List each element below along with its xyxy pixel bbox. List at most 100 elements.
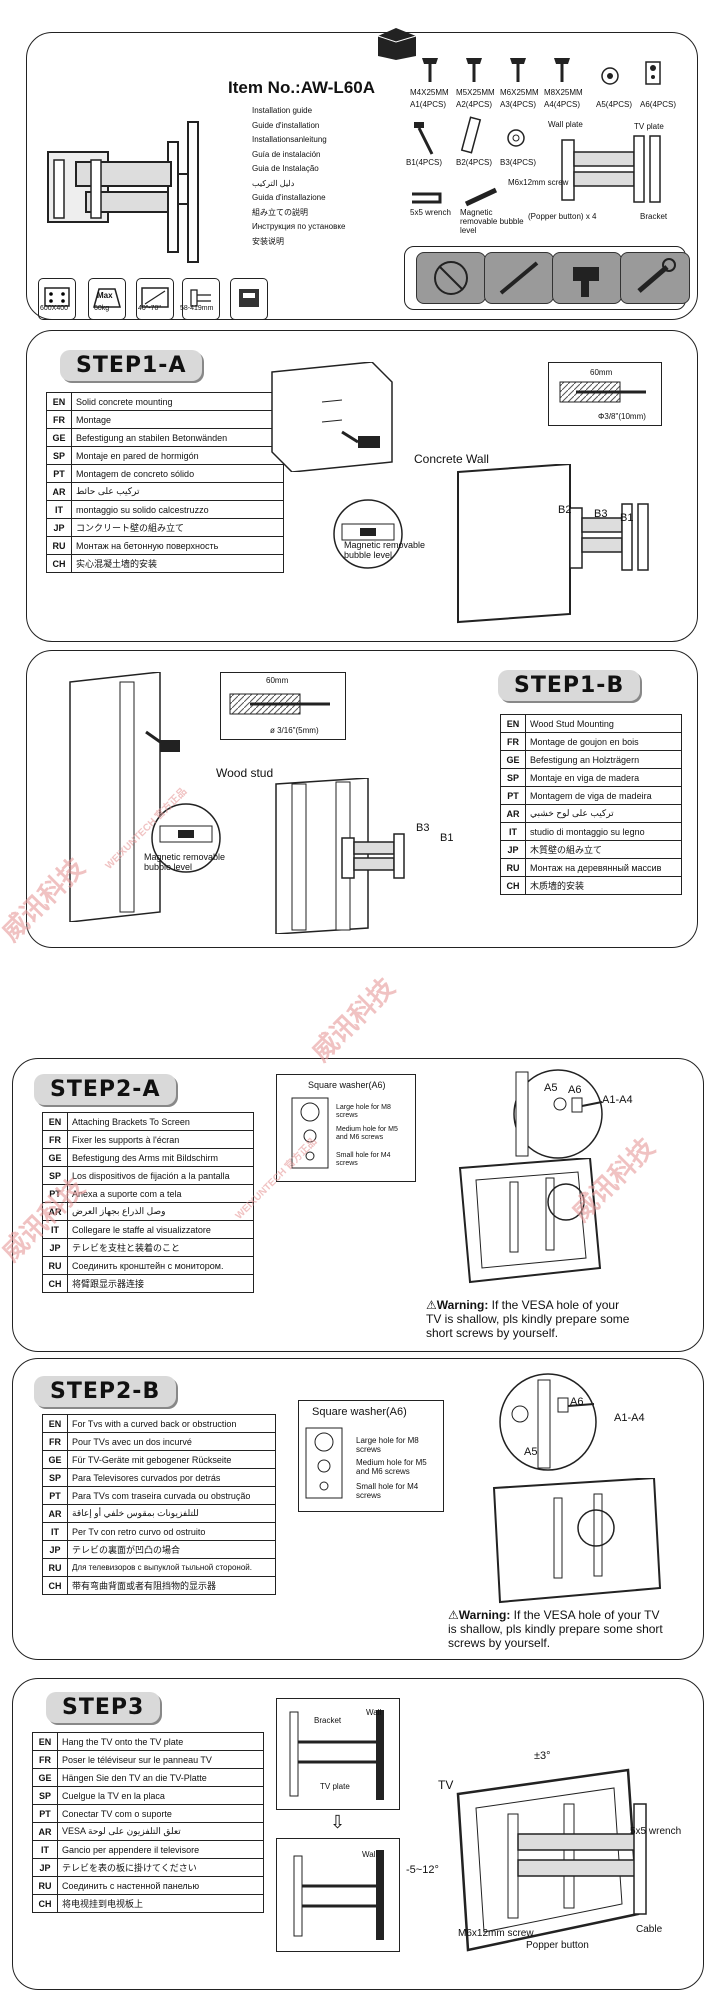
bubble-level-label: Magnetic removable bubble level	[344, 540, 426, 561]
guide-line: Guida d'installazione	[252, 193, 326, 202]
b1-label: B1	[440, 832, 454, 844]
popper-button-label: Popper button	[526, 1940, 589, 1951]
bubble-level-label: Magnetic removable bubble level	[460, 208, 524, 236]
level-icon	[230, 278, 268, 320]
tv-back-illustration	[458, 1158, 602, 1284]
wall-label: Wall	[362, 1850, 378, 1859]
screw-size: M4X25MM	[410, 88, 449, 97]
square-washer-title: Square washer(A6)	[312, 1406, 407, 1418]
warning-text: If the VESA hole of your TV is shallow, …	[426, 1298, 630, 1340]
screen-size-icon	[136, 278, 174, 320]
guide-line: Guide d'installation	[252, 120, 320, 130]
square-washer-title: Square washer(A6)	[308, 1080, 386, 1090]
weight-icon: Max	[88, 278, 126, 320]
guide-line: 組み立ての説明	[252, 207, 308, 217]
tv-plate-label: TV plate	[320, 1782, 350, 1791]
spec-caption: 40"-70"	[138, 305, 161, 312]
item-number: Item No.:AW-L60A	[228, 78, 375, 97]
concrete-wall-label: Concrete Wall	[414, 452, 489, 466]
a1-a4-label: A1-A4	[602, 1094, 633, 1106]
bracket-parts-illustration	[561, 135, 661, 203]
installation-guide-list: Installation guide Guide d'installation …	[252, 104, 345, 249]
wrench-tool-icon	[620, 252, 690, 304]
warning-text: If the VESA hole of your TV is shallow, …	[448, 1608, 663, 1650]
screw-a4-icon	[554, 58, 570, 82]
wrench-label: 5x5 wrench	[410, 208, 451, 217]
step2a-title: STEP2-A	[34, 1074, 177, 1105]
screw-a1-icon	[422, 58, 438, 82]
washer-hole-label: Medium hole for M5 and M6 screws	[336, 1126, 398, 1142]
washer-label: A6(4PCS)	[640, 100, 677, 109]
depth-diagram	[220, 672, 346, 740]
package-box-icon	[377, 28, 417, 60]
drill-icon	[552, 252, 622, 304]
popper-label: (Popper button) x 4	[528, 212, 597, 221]
screwdriver-icon	[484, 252, 554, 304]
concrete-wall-mount-illustration	[457, 464, 649, 624]
warning-icon: ⚠	[448, 1608, 459, 1622]
hang-diagram-top	[276, 1698, 400, 1810]
guide-line: Installationsanleitung	[252, 135, 327, 144]
step1b-title: STEP1-B	[498, 670, 641, 701]
bubble-level-label: Magnetic removable bubble level	[144, 852, 226, 873]
bracket-label: Bracket	[314, 1716, 342, 1725]
watermark: 威讯科技	[305, 972, 401, 1067]
drill-hole-diagram	[229, 693, 330, 715]
b1-label: B1	[620, 512, 634, 524]
bubble-level-callout	[151, 803, 221, 873]
depth-label: 60mm	[266, 676, 289, 685]
concrete-drilling-illustration	[271, 362, 393, 472]
screw-size: M6X25MM	[500, 88, 539, 97]
drill-warning-icon	[416, 252, 486, 304]
drill-hole-diagram	[559, 381, 646, 403]
guide-line: دليل التركيب	[252, 178, 295, 188]
tv-label: TV	[438, 1778, 454, 1792]
screw-size: M8X25MM	[544, 88, 583, 97]
hung-side-view	[293, 1850, 384, 1940]
guide-line: Installation guide	[252, 106, 313, 115]
a5-label: A5	[544, 1082, 558, 1094]
hole-size-label: Φ3/8"(10mm)	[598, 412, 646, 421]
washer-label: A5(4PCS)	[596, 100, 633, 109]
wood-stud-drilling-illustration	[69, 672, 180, 922]
warning-icon: ⚠	[426, 1298, 437, 1312]
cable-label: Cable	[636, 1924, 663, 1935]
wrench-icon	[412, 192, 442, 204]
screw-label: A1(4PCS)	[410, 100, 447, 109]
swivel-angle-label: ±3°	[534, 1750, 551, 1762]
guide-line: 安装说明	[252, 236, 284, 246]
